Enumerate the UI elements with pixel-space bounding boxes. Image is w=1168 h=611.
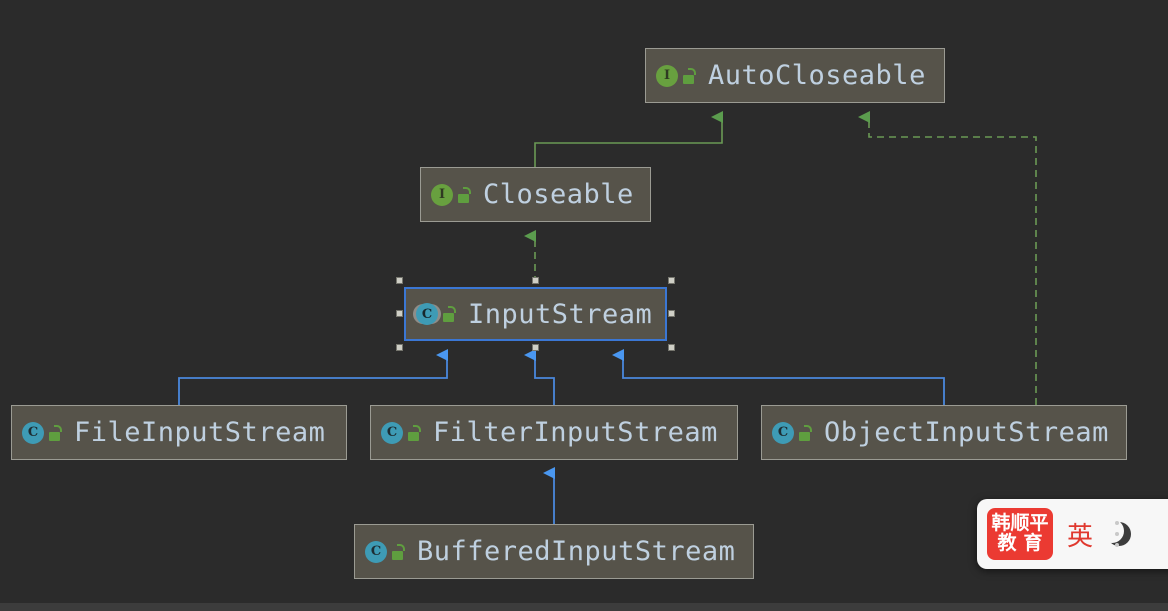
- bottom-status-strip: [0, 603, 1168, 611]
- unlocked-padlock-icon: [391, 543, 407, 560]
- node-label-objectinputstream: ObjectInputStream: [824, 417, 1109, 448]
- node-label-closeable: Closeable: [483, 179, 634, 210]
- ime-logo-line2: 教育: [997, 532, 1050, 554]
- selection-handle-se[interactable]: [668, 344, 675, 351]
- unlocked-padlock-icon: [407, 424, 423, 441]
- node-icon-group: I: [656, 64, 698, 87]
- node-label-autocloseable: AutoCloseable: [708, 60, 926, 91]
- unlocked-padlock-icon: [682, 67, 698, 84]
- edge-objectinputstream-to-inputstream: [612, 349, 945, 405]
- abstract-class-icon: C: [416, 303, 438, 325]
- selection-handle-nw[interactable]: [396, 277, 403, 284]
- uml-node-filterinputstream[interactable]: C FilterInputStream: [370, 405, 738, 460]
- node-icon-group: C: [365, 540, 407, 563]
- uml-node-objectinputstream[interactable]: C ObjectInputStream: [761, 405, 1127, 460]
- edge-closeable-to-autocloseable: [534, 111, 723, 167]
- ime-brand-logo: 韩顺平 教育: [987, 508, 1053, 560]
- edge-fileinputstream-to-inputstream: [178, 349, 448, 405]
- uml-node-bufferedinputstream[interactable]: C BufferedInputStream: [354, 524, 754, 579]
- interface-icon: I: [431, 183, 453, 206]
- unlocked-padlock-icon: [48, 424, 64, 441]
- edge-filterinputstream-to-inputstream: [524, 349, 555, 405]
- node-icon-group: C: [772, 421, 814, 444]
- ime-logo-line1: 韩顺平: [991, 512, 1049, 535]
- uml-node-closeable[interactable]: I Closeable: [420, 167, 651, 222]
- selection-handle-n[interactable]: [532, 277, 539, 284]
- selection-handle-e[interactable]: [668, 310, 675, 317]
- node-icon-group: C: [22, 421, 64, 444]
- drag-dots-icon[interactable]: [1115, 521, 1121, 547]
- ime-language-mode-button[interactable]: 英: [1067, 521, 1094, 552]
- selection-handle-w[interactable]: [396, 310, 403, 317]
- class-icon: C: [381, 421, 403, 444]
- uml-node-inputstream[interactable]: C InputStream: [404, 287, 667, 341]
- node-icon-group: C: [381, 421, 423, 444]
- ime-floating-toolbar[interactable]: 韩顺平 教育 英: [977, 499, 1168, 569]
- edge-objectinputstream-to-autocloseable: [858, 111, 1037, 405]
- uml-node-autocloseable[interactable]: I AutoCloseable: [645, 48, 945, 103]
- node-label-bufferedinputstream: BufferedInputStream: [417, 536, 736, 567]
- moon-icon[interactable]: [1100, 519, 1132, 546]
- unlocked-padlock-icon: [457, 186, 473, 203]
- uml-node-fileinputstream[interactable]: C FileInputStream: [11, 405, 347, 460]
- selection-handle-ne[interactable]: [668, 277, 675, 284]
- unlocked-padlock-icon: [442, 306, 458, 322]
- node-label-filterinputstream: FilterInputStream: [433, 417, 718, 448]
- interface-icon: I: [656, 64, 678, 87]
- node-icon-group: C: [416, 303, 458, 325]
- node-icon-group: I: [431, 183, 473, 206]
- class-icon: C: [22, 421, 44, 444]
- class-icon: C: [772, 421, 794, 444]
- class-icon: C: [365, 540, 387, 563]
- node-label-fileinputstream: FileInputStream: [74, 417, 326, 448]
- selection-handle-sw[interactable]: [396, 344, 403, 351]
- unlocked-padlock-icon: [798, 424, 814, 441]
- node-label-inputstream: InputStream: [468, 298, 653, 330]
- selection-handle-s[interactable]: [532, 344, 539, 351]
